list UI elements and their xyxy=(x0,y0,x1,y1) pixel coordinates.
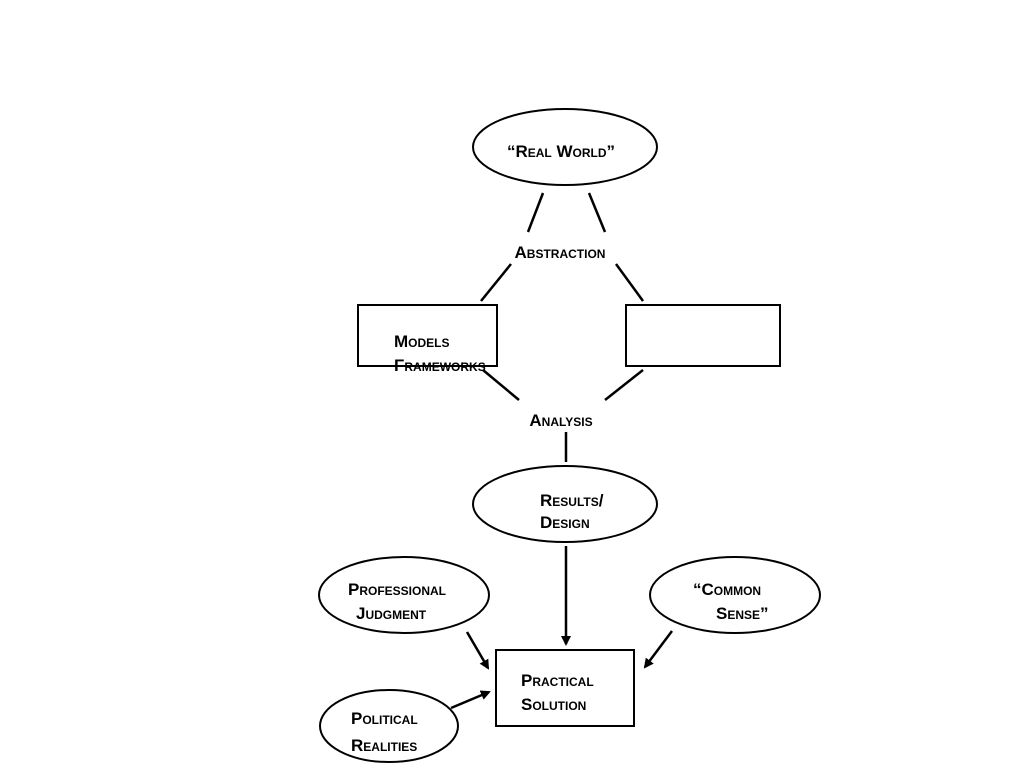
emptybox-analysis-line xyxy=(604,369,644,401)
solution-label: Solution xyxy=(521,695,586,714)
commonsense-to-solution-arrow xyxy=(643,630,673,669)
empty-box xyxy=(625,304,781,367)
models-label: Models xyxy=(394,332,450,351)
professional-judgment-ellipse xyxy=(318,556,490,634)
political-to-solution-arrow xyxy=(450,690,491,710)
judgment-label: Judgment xyxy=(356,604,427,623)
results-ellipse xyxy=(472,465,658,543)
realworld-abstraction-right-line xyxy=(587,192,607,233)
realities-label: Realities xyxy=(351,736,417,755)
abstraction-label: Abstraction xyxy=(515,243,606,262)
design-label: Design xyxy=(540,513,590,532)
practical-label: Practical xyxy=(521,671,594,690)
real-world-label: “Real World” xyxy=(507,142,615,161)
abstraction-models-line xyxy=(480,263,512,302)
political-realities-ellipse xyxy=(319,689,459,763)
frameworks-label: Frameworks xyxy=(394,356,486,375)
models-box xyxy=(357,304,498,367)
real-world-ellipse xyxy=(472,108,658,186)
sense-label: Sense” xyxy=(716,604,769,623)
realworld-abstraction-left-line xyxy=(526,192,545,233)
results-label: Results/ xyxy=(540,491,604,510)
common-label: “Common xyxy=(693,580,761,599)
analysis-label: Analysis xyxy=(529,411,592,430)
practical-solution-box xyxy=(495,649,635,727)
political-label: Political xyxy=(351,709,418,728)
models-analysis-line xyxy=(482,369,520,401)
common-sense-ellipse xyxy=(649,556,821,634)
abstraction-emptybox-line xyxy=(614,263,645,302)
professional-label: Professional xyxy=(348,580,446,599)
judgment-to-solution-arrow xyxy=(465,631,490,670)
